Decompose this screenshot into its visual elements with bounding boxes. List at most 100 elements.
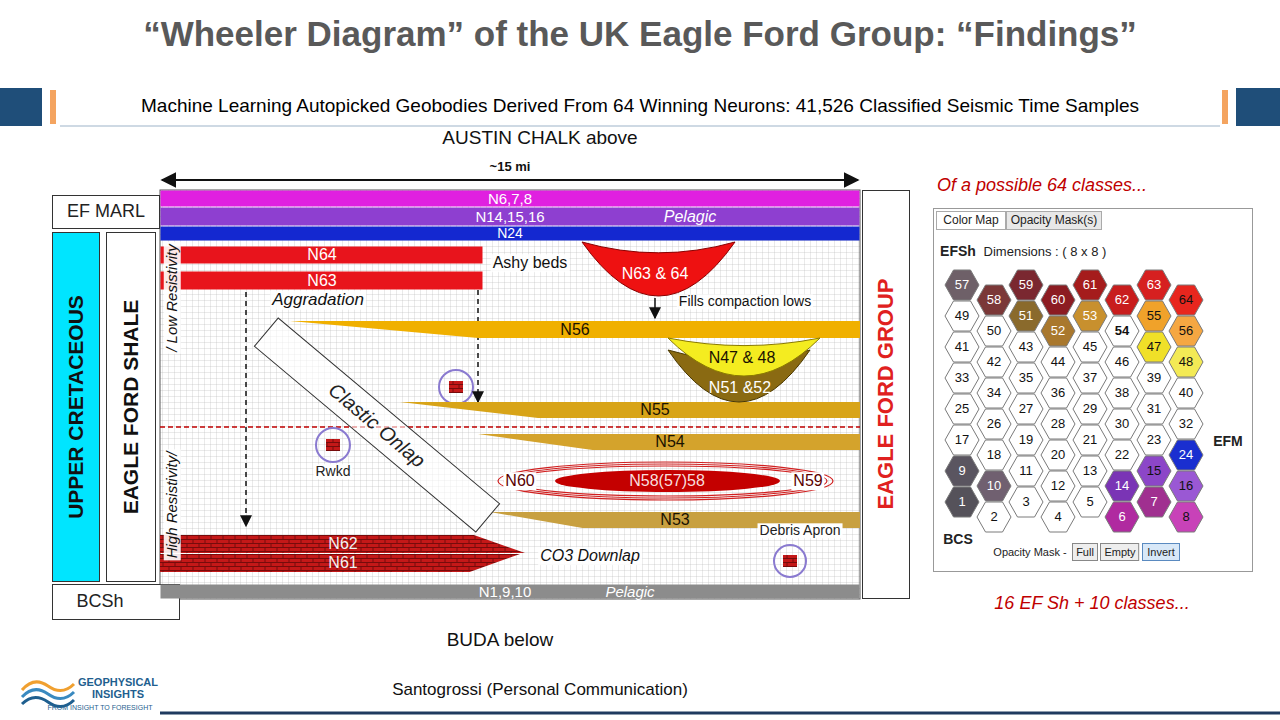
node-shape (1041, 409, 1075, 439)
ash-bed-band: N63 (160, 271, 483, 290)
node-label: 58 (987, 293, 1001, 307)
node-shape (977, 502, 1011, 532)
node-shape (1105, 471, 1139, 501)
node-shape (945, 425, 979, 455)
node-shape (1073, 270, 1107, 300)
unit-box: EAGLE FORD SHALE (106, 232, 156, 582)
node-outline (400, 402, 860, 418)
node-label: 1 (958, 495, 965, 509)
class-hexagon: 51 (1009, 301, 1043, 331)
node-label: 49 (955, 309, 969, 323)
class-hexagon: 7 (1137, 487, 1171, 517)
node-label: 54 (1115, 324, 1129, 338)
class-hexagon: 50 (977, 316, 1011, 346)
node-shape (977, 285, 1011, 315)
node-label: EAGLE FORD SHALE (119, 300, 142, 515)
node-shape (1009, 487, 1043, 517)
node-label: 39 (1147, 371, 1161, 385)
class-hexagon: 48 (1169, 347, 1203, 377)
class-hexagon: 37 (1073, 363, 1107, 393)
callout-ring (316, 428, 350, 462)
panel-note: 16 EF Sh + 10 classes... (994, 594, 1189, 614)
scale-arrow (162, 179, 858, 181)
lens-geobody: N63 & 64 (582, 242, 735, 296)
node-shape (400, 402, 860, 418)
node-shape (1073, 456, 1107, 486)
unit-box: UPPER CRETACEOUS (52, 232, 100, 582)
node-shape (1009, 394, 1043, 424)
node-shape (977, 316, 1011, 346)
class-hexagon: 43 (1009, 332, 1043, 362)
node-label: 28 (1051, 417, 1065, 431)
node-shape (1137, 332, 1171, 362)
reworked-marker (449, 381, 463, 393)
class-hexagon: 10 (977, 471, 1011, 501)
node-label: 9 (958, 464, 965, 478)
node-label: 14 (1115, 479, 1129, 493)
node-label: Opacity Mask(s) (1011, 214, 1098, 227)
node-shape (160, 554, 520, 572)
class-hexagon: 26 (977, 409, 1011, 439)
callout-circle (439, 370, 473, 404)
class-hexagon: 36 (1041, 378, 1075, 408)
node-shape (977, 409, 1011, 439)
class-hexagon: 55 (1137, 301, 1171, 331)
node-label: 8 (1182, 510, 1189, 524)
node-label: BCS (943, 532, 973, 547)
credit: Santogrossi (Personal Communication) (392, 681, 688, 700)
class-hexagon: 38 (1105, 378, 1139, 408)
panel-tab: Opacity Mask(s) (1006, 211, 1102, 230)
node-shape (1169, 378, 1203, 408)
annotation: Aggradation (270, 291, 366, 310)
node-label: EFSh (940, 244, 976, 259)
node-label: 16 (1179, 479, 1193, 493)
node-shape (1009, 425, 1043, 455)
node-label: N24 (497, 226, 523, 241)
class-hexagon: 47 (1137, 332, 1171, 362)
node-label: N47 & 48 (709, 349, 776, 367)
class-hexagon: 19 (1009, 425, 1043, 455)
mask-button: Empty (1100, 543, 1139, 561)
mask-button: Invert (1142, 543, 1180, 561)
class-hexagon: 32 (1169, 409, 1203, 439)
node-shape (1169, 471, 1203, 501)
slide-title: “Wheeler Diagram” of the UK Eagle Ford G… (143, 15, 1137, 54)
node-label: 43 (1019, 340, 1033, 354)
node-shape (1009, 456, 1043, 486)
node-label: 7 (1150, 495, 1157, 509)
node-shape (1169, 347, 1203, 377)
class-hexagon: 58 (977, 285, 1011, 315)
node-label: 63 (1147, 278, 1161, 292)
node-shape (1073, 487, 1107, 517)
node-label: N58(57)58 (629, 472, 705, 490)
footer-rule (160, 712, 1280, 715)
node-label: 52 (1051, 324, 1065, 338)
node-label: N53 (660, 511, 689, 529)
ellipse-ring (498, 462, 833, 500)
node-shape (53, 233, 100, 582)
ellipse-outline: N58(57)58N60N59 (498, 462, 833, 500)
class-hexagon: 29 (1073, 394, 1107, 424)
class-hexagon: 14 (1105, 471, 1139, 501)
node-label: 4 (1054, 510, 1061, 524)
carbonate-band: N62 (160, 535, 525, 553)
node-label: N64 (307, 246, 336, 264)
node-label: N62 (328, 535, 357, 553)
node-shape (977, 378, 1011, 408)
node-shape (1041, 347, 1075, 377)
callout-circle: Rwkd (312, 426, 354, 482)
class-hexagon: 1 (945, 487, 979, 517)
node-shape (1137, 456, 1171, 486)
annotation: Ashy beds (491, 254, 570, 272)
fill-arrow (654, 298, 656, 318)
class-hexagon: 35 (1009, 363, 1043, 393)
node-label: UPPER CRETACEOUS (64, 295, 87, 519)
class-hexagon: 40 (1169, 378, 1203, 408)
node-label: N60 (503, 472, 536, 490)
node-label: Rwkd (313, 464, 352, 479)
node-shape (945, 270, 979, 300)
class-hexagon: 64 (1169, 285, 1203, 315)
node-label: 27 (1019, 402, 1033, 416)
class-hexagon: 46 (1105, 347, 1139, 377)
node-shape (290, 321, 860, 338)
